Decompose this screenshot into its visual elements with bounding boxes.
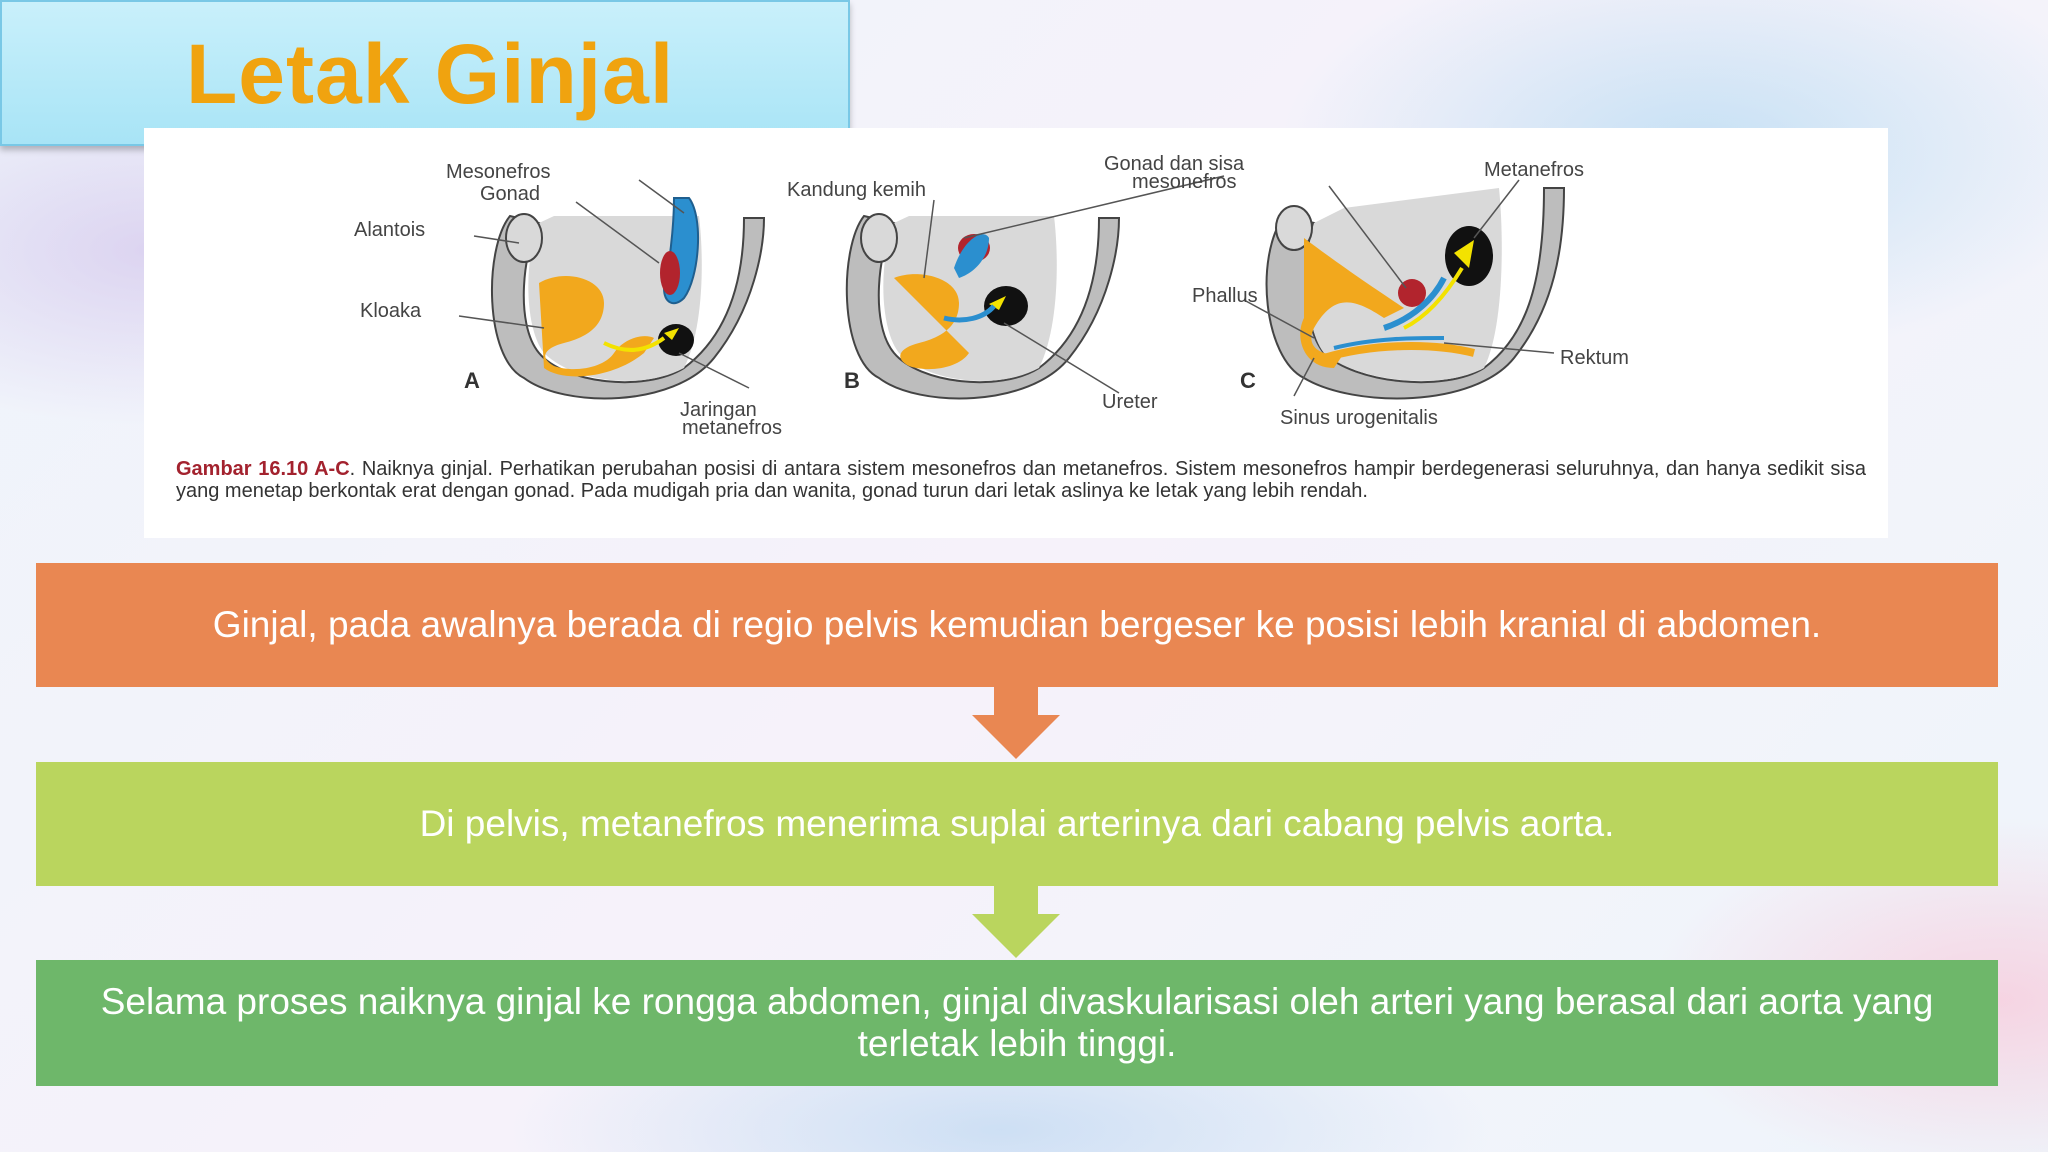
label-sinus: Sinus urogenitalis: [1280, 407, 1438, 429]
panel-a-illustration: [491, 197, 766, 400]
caption-text: . Naiknya ginjal. Perhatikan perubahan p…: [176, 458, 1866, 502]
label-gonad-sisa-1: Gonad dan sisa: [1104, 153, 1245, 175]
label-rektum: Rektum: [1560, 347, 1629, 369]
figure-caption: Gambar 16.10 A-C. Naiknya ginjal. Perhat…: [176, 458, 1866, 502]
step-text-1: Ginjal, pada awalnya berada di regio pel…: [212, 604, 1822, 645]
step-box-1: Ginjal, pada awalnya berada di regio pel…: [36, 563, 1998, 687]
caption-reference: Gambar 16.10 A-C: [176, 458, 350, 480]
label-kloaka: Kloaka: [360, 300, 422, 322]
label-ureter: Ureter: [1102, 391, 1158, 413]
label-panel-b: B: [844, 368, 860, 393]
label-panel-c: C: [1240, 368, 1256, 393]
label-jaringan-2: metanefros: [682, 417, 782, 439]
title-banner: Letak Ginjal: [0, 0, 850, 146]
label-panel-a: A: [464, 368, 480, 393]
step-text-2: Di pelvis, metanefros menerima suplai ar…: [419, 803, 1615, 844]
down-arrow-2: [972, 886, 1060, 958]
step-box-3: Selama proses naiknya ginjal ke rongga a…: [36, 960, 1998, 1086]
label-kandung-kemih: Kandung kemih: [787, 179, 926, 201]
embryo-figure: Mesonefros Gonad Alantois Kloaka Kandung…: [144, 128, 1888, 538]
label-alantois: Alantois: [354, 219, 425, 241]
label-metanefros: Metanefros: [1484, 159, 1584, 181]
label-gonad-sisa-2: mesonefros: [1132, 171, 1237, 193]
step-text-3: Selama proses naiknya ginjal ke rongga a…: [100, 981, 1934, 1064]
down-arrow-1: [972, 687, 1060, 759]
panel-b-illustration: [845, 213, 1121, 400]
label-jaringan-1: Jaringan: [680, 399, 757, 421]
page-title: Letak Ginjal: [186, 27, 675, 121]
panel-c-illustration: [1265, 187, 1566, 400]
label-phallus: Phallus: [1192, 285, 1258, 307]
kidney-ascent-diagram: Mesonefros Gonad Alantois Kloaka Kandung…: [354, 153, 1629, 439]
label-mesonefros: Mesonefros: [446, 161, 551, 183]
label-gonad: Gonad: [480, 183, 540, 205]
step-box-2: Di pelvis, metanefros menerima suplai ar…: [36, 762, 1998, 886]
